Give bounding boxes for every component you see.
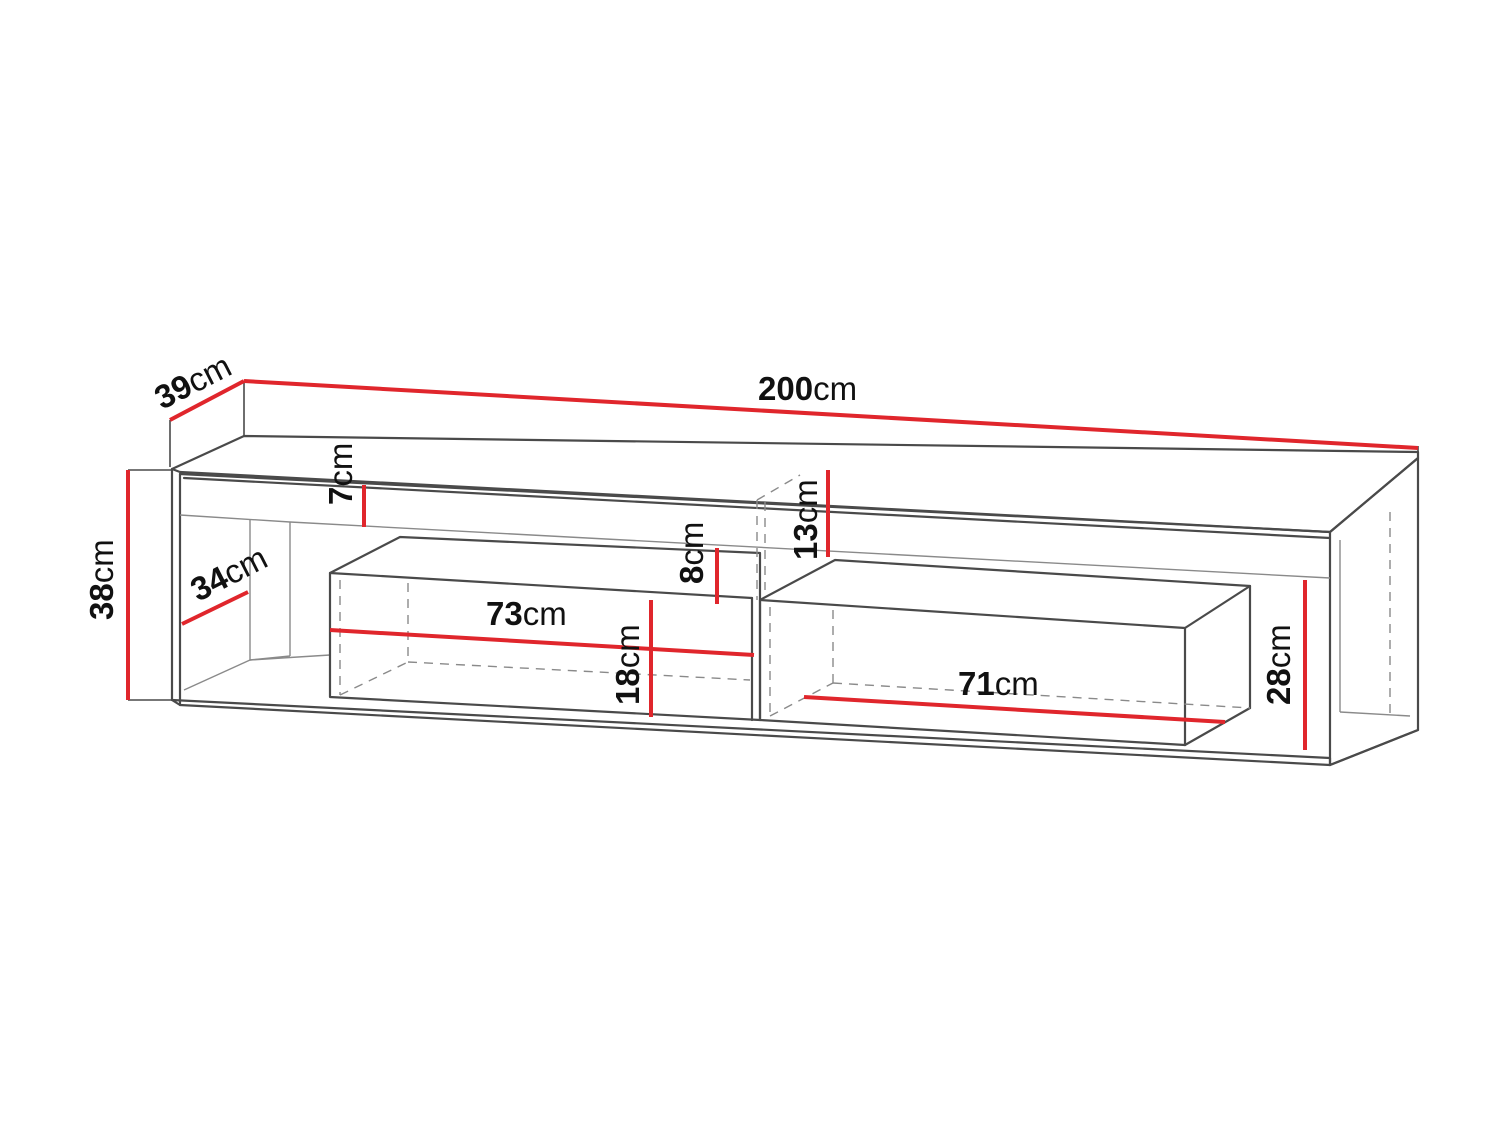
cabinet-body (128, 382, 1420, 767)
label-left-drawer-width: 73cm (486, 595, 567, 632)
dim-line-depth (169, 379, 245, 422)
label-middle-gap: 8cm (673, 522, 710, 584)
dimension-labels: 200cm 39cm 38cm 7cm 34cm 73cm 18cm 8cm 1… (83, 347, 1297, 705)
label-left-drawer-height: 18cm (609, 624, 646, 705)
label-right-drawer-width: 71cm (958, 665, 1039, 702)
dim-line-width (243, 379, 1419, 450)
label-height: 38cm (83, 539, 120, 620)
dim-line-left-width (329, 628, 755, 657)
right-side-panel (1328, 456, 1420, 767)
dim-line-right-width (803, 695, 1226, 724)
label-right-top-gap: 13cm (787, 479, 824, 560)
label-top-gap: 7cm (322, 443, 359, 505)
label-inner-depth: 34cm (184, 539, 273, 609)
dimension-lines (126, 379, 1419, 750)
label-width: 200cm (758, 370, 857, 407)
dim-line-inner-depth (181, 590, 249, 626)
label-right-height: 28cm (1260, 624, 1297, 705)
